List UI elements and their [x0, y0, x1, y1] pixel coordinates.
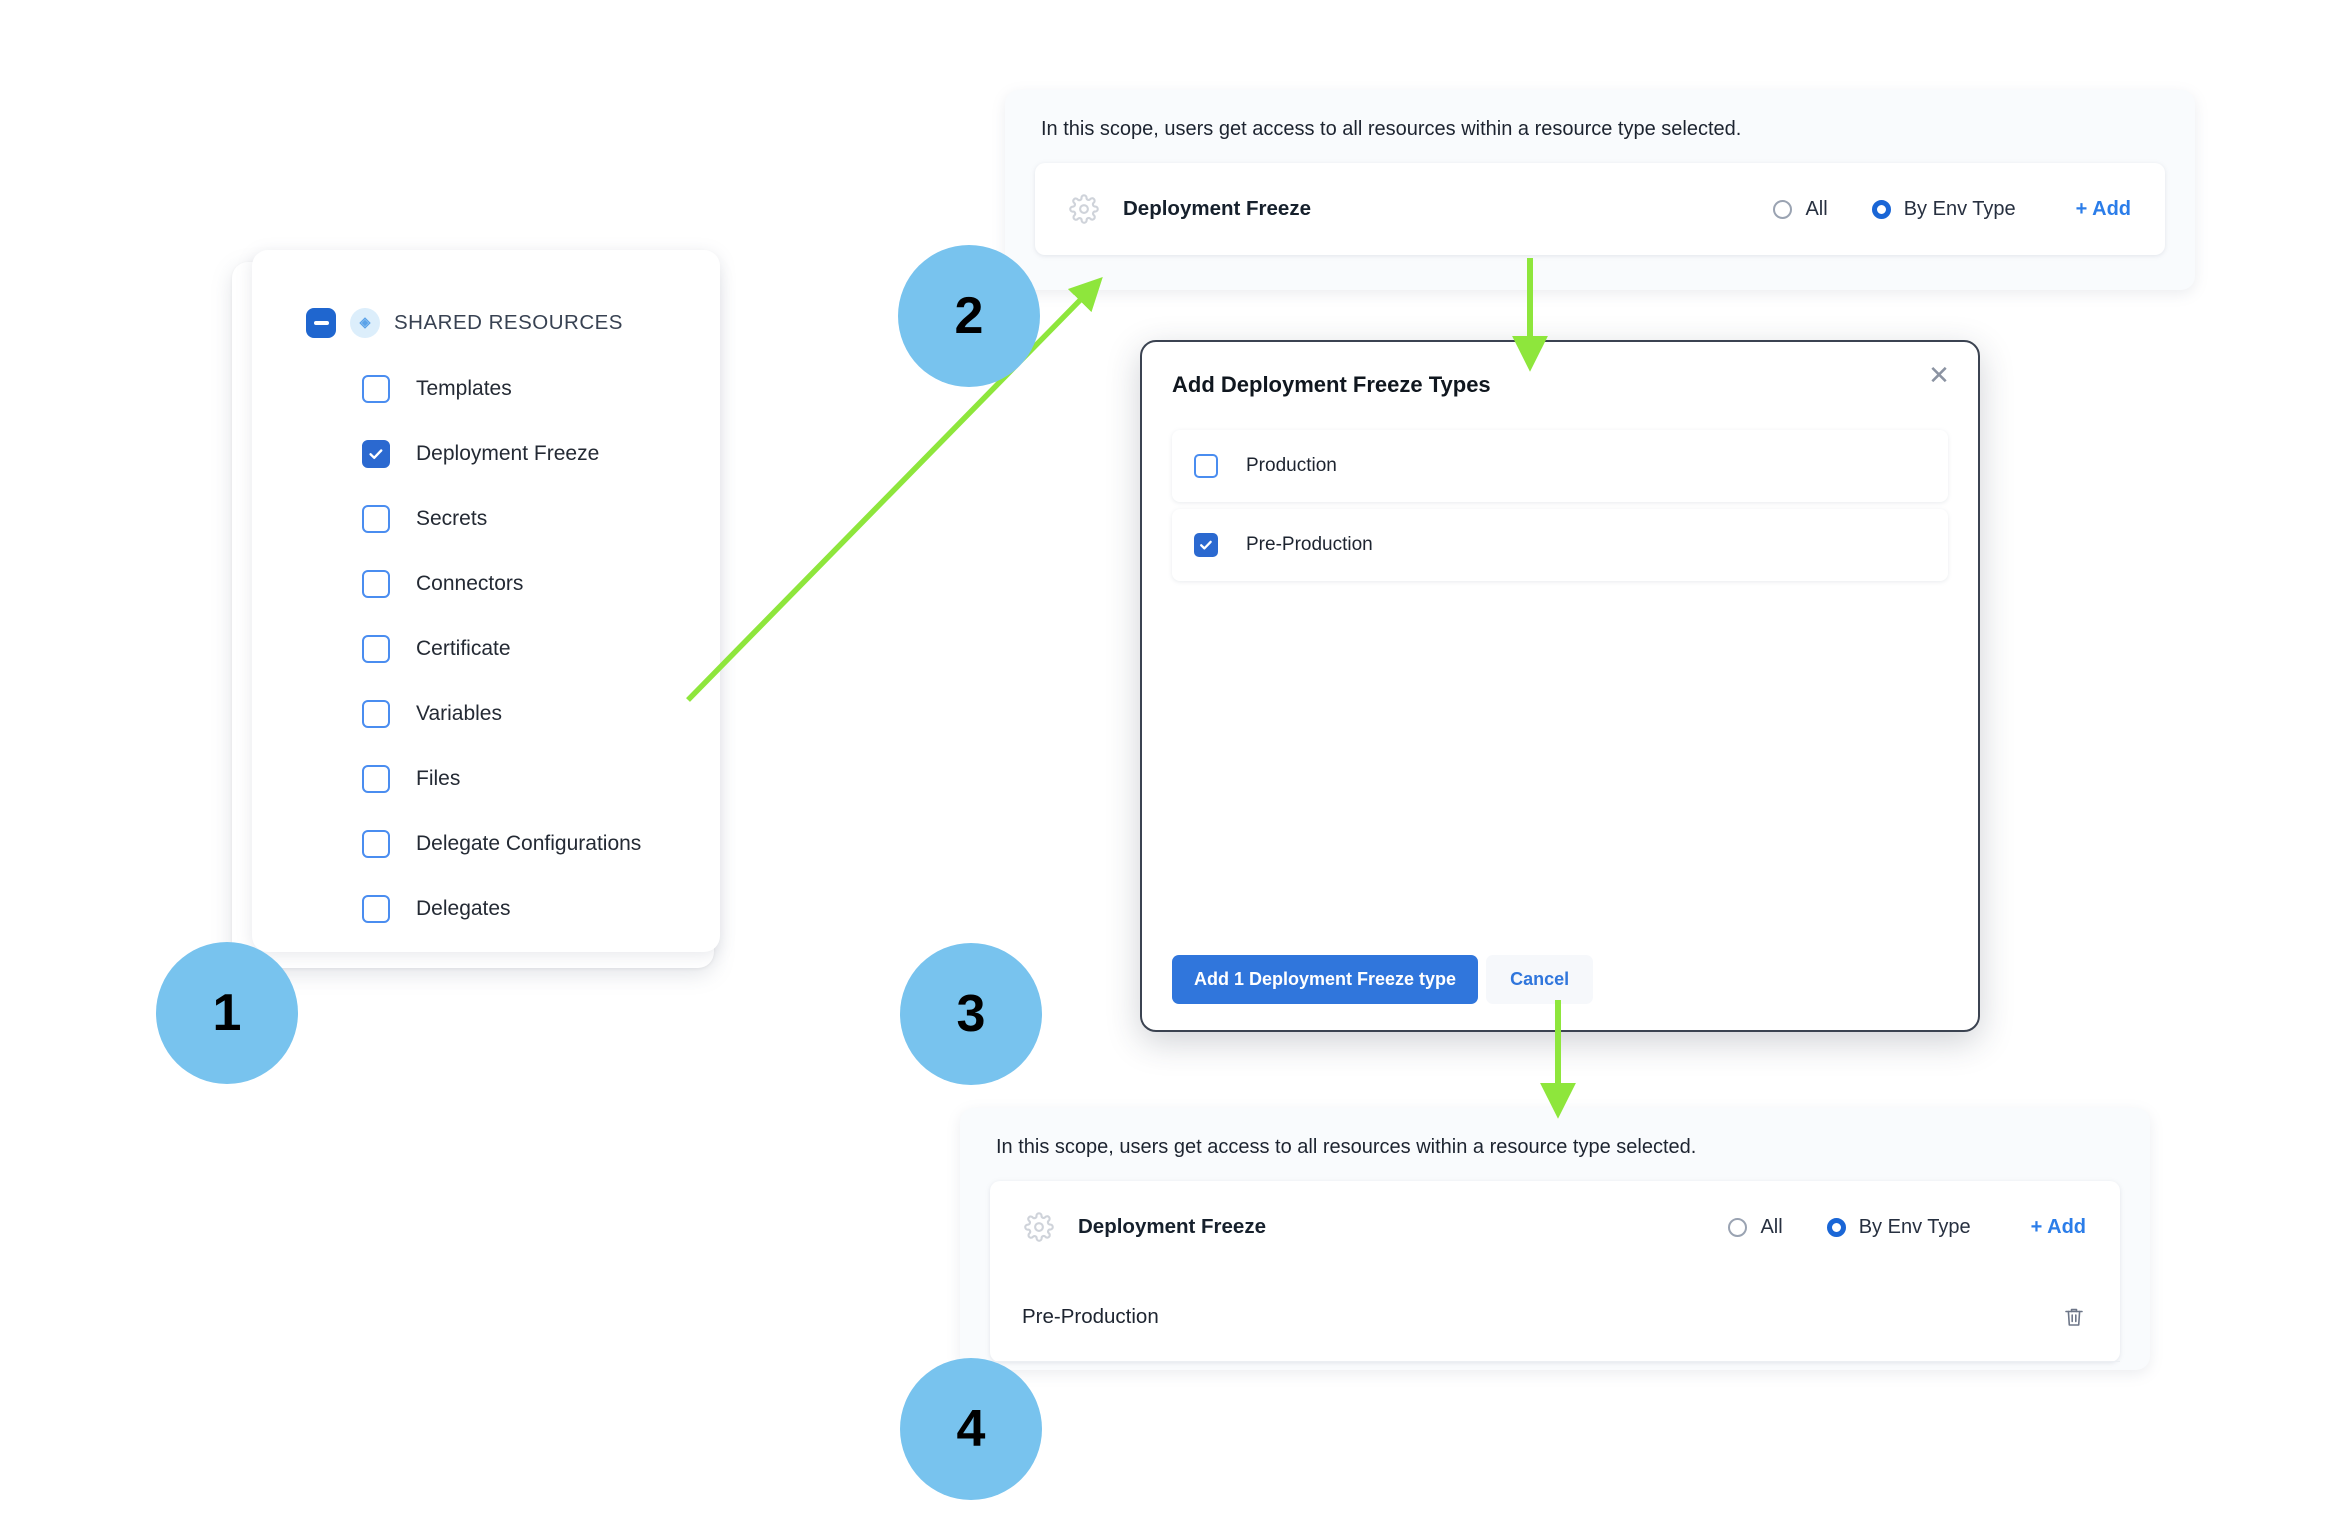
resource-type-name: Deployment Freeze — [1123, 197, 1311, 220]
checkbox-connectors[interactable] — [362, 569, 390, 598]
scope-radio-group: All By Env Type — [1728, 1215, 1971, 1239]
add-button[interactable]: + Add — [2030, 1215, 2086, 1238]
checkbox-pre-production[interactable] — [1194, 533, 1218, 557]
scope-note: In this scope, users get access to all r… — [996, 1136, 1697, 1158]
radio-dot-by-env-type — [1826, 1217, 1846, 1237]
list-item-label: Secrets — [416, 506, 488, 530]
trash-icon[interactable] — [2062, 1305, 2086, 1329]
scope-resource-row: Deployment Freeze All By Env Type + Add — [1035, 163, 2165, 255]
list-item-label: Production — [1246, 455, 1337, 476]
checkbox-certificate[interactable] — [362, 634, 390, 663]
list-item-label: Connectors — [416, 571, 524, 595]
cancel-button[interactable]: Cancel — [1486, 955, 1594, 1004]
modal-footer: Add 1 Deployment Freeze type Cancel — [1172, 955, 1594, 1004]
radio-all-label: All — [1805, 197, 1828, 220]
list-item[interactable]: Delegate Configurations — [252, 811, 720, 876]
list-item[interactable]: Variables — [252, 681, 720, 746]
radio-all-label: All — [1760, 1215, 1783, 1238]
radio-dot-all — [1773, 199, 1793, 219]
scope-panel-after: In this scope, users get access to all r… — [960, 1108, 2150, 1370]
list-item-label: Delegates — [416, 896, 511, 920]
list-item[interactable]: Secrets — [252, 486, 720, 551]
radio-by-env-type-label: By Env Type — [1903, 197, 2016, 220]
scope-resource-card: Deployment Freeze All By Env Type + Add … — [990, 1181, 2120, 1362]
table-row: Pre-Production — [990, 1273, 2120, 1362]
close-icon[interactable]: ✕ — [1928, 360, 1950, 390]
list-item[interactable]: Delegates — [252, 876, 720, 941]
list-item[interactable]: Production — [1172, 430, 1948, 502]
radio-dot-all — [1728, 1217, 1748, 1237]
gear-icon — [1067, 192, 1101, 226]
step-marker-4: 4 — [900, 1358, 1042, 1500]
checkbox-deployment-freeze[interactable] — [362, 439, 390, 468]
radio-by-env-type[interactable]: By Env Type — [1871, 197, 2016, 221]
list-item[interactable]: Connectors — [252, 551, 720, 616]
resource-diamond-icon — [350, 308, 380, 338]
radio-dot-by-env-type — [1871, 199, 1891, 219]
radio-by-env-type[interactable]: By Env Type — [1826, 1215, 1971, 1239]
step-marker-2: 2 — [898, 245, 1040, 387]
modal-option-list: Production Pre-Production — [1172, 430, 1948, 588]
list-item-label: Templates — [416, 376, 512, 400]
list-item-label: Certificate — [416, 636, 511, 660]
checkbox-production[interactable] — [1194, 454, 1218, 478]
radio-by-env-type-label: By Env Type — [1858, 1215, 1971, 1238]
shared-resources-title: SHARED RESOURCES — [394, 311, 623, 334]
shared-resources-list: Templates Deployment Freeze Secrets Conn… — [252, 338, 720, 941]
scope-resource-row: Deployment Freeze All By Env Type + Add — [990, 1181, 2120, 1273]
scope-resource-card: Deployment Freeze All By Env Type + Add — [1035, 163, 2165, 255]
list-item-label: Variables — [416, 701, 502, 725]
shared-resources-header: SHARED RESOURCES — [252, 250, 720, 338]
checkbox-templates[interactable] — [362, 374, 390, 403]
scope-panel-before: In this scope, users get access to all r… — [1005, 90, 2195, 290]
list-item-label: Files — [416, 766, 461, 790]
scope-radio-group: All By Env Type — [1773, 197, 2016, 221]
minus-square-icon[interactable] — [306, 308, 336, 338]
step-marker-3: 3 — [900, 943, 1042, 1085]
list-item[interactable]: Templates — [252, 356, 720, 421]
list-item-label: Pre-Production — [1246, 534, 1373, 555]
list-item[interactable]: Files — [252, 746, 720, 811]
add-deployment-freeze-type-button[interactable]: Add 1 Deployment Freeze type — [1172, 955, 1479, 1004]
list-item[interactable]: Pre-Production — [1172, 509, 1948, 581]
radio-all[interactable]: All — [1728, 1215, 1783, 1239]
add-button[interactable]: + Add — [2075, 197, 2131, 220]
list-item-label: Deployment Freeze — [416, 441, 600, 465]
minus-bar — [313, 321, 329, 325]
list-item[interactable]: Certificate — [252, 616, 720, 681]
resource-type-name: Deployment Freeze — [1078, 1215, 1266, 1238]
radio-all[interactable]: All — [1773, 197, 1828, 221]
list-item-label: Delegate Configurations — [416, 831, 642, 855]
modal-title: Add Deployment Freeze Types — [1172, 372, 1491, 397]
checkbox-secrets[interactable] — [362, 504, 390, 533]
checkbox-delegate-configurations[interactable] — [362, 829, 390, 858]
checkbox-delegates[interactable] — [362, 894, 390, 923]
add-deployment-freeze-types-modal: Add Deployment Freeze Types ✕ Production… — [1140, 340, 1980, 1032]
step-marker-1: 1 — [156, 942, 298, 1084]
gear-icon — [1022, 1210, 1056, 1244]
list-item[interactable]: Deployment Freeze — [252, 421, 720, 486]
checkbox-files[interactable] — [362, 764, 390, 793]
selected-env-type-label: Pre-Production — [1022, 1305, 1159, 1328]
shared-resources-card: SHARED RESOURCES Templates Deployment Fr… — [252, 250, 720, 952]
checkbox-variables[interactable] — [362, 699, 390, 728]
scope-note: In this scope, users get access to all r… — [1041, 118, 1742, 140]
